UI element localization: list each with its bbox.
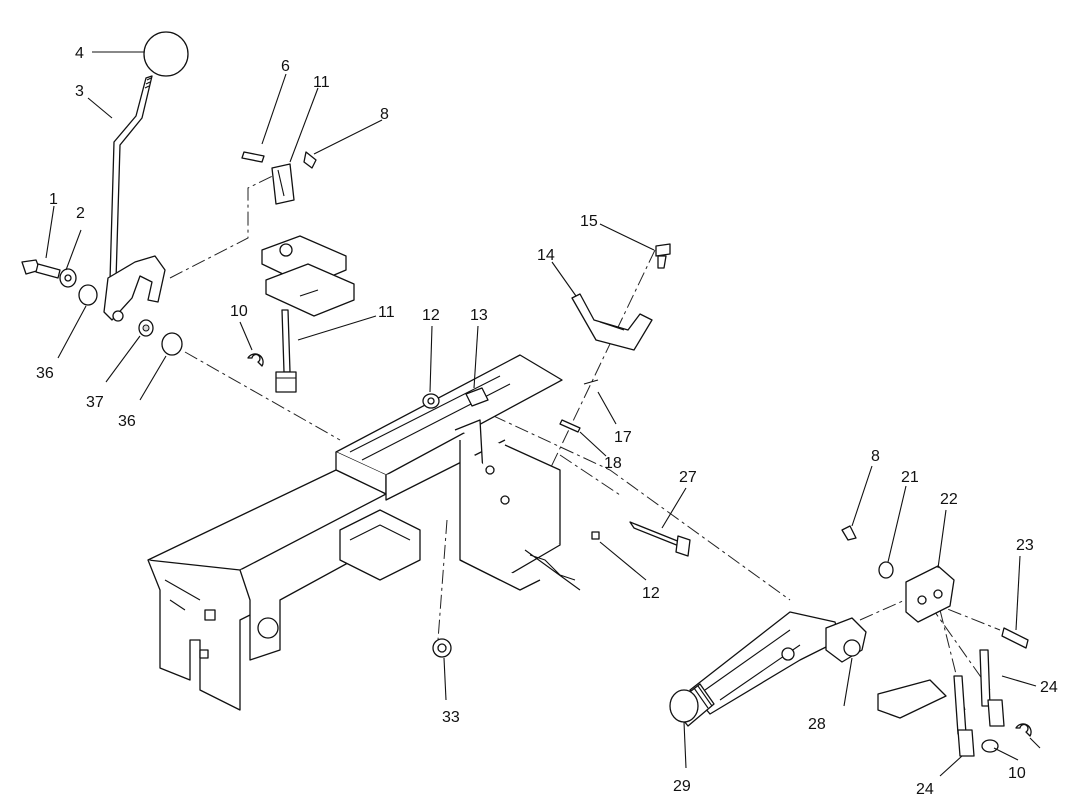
callout-10-left: 10 [230,303,248,320]
callout-27: 27 [679,469,697,486]
callout-12-top: 12 [422,307,440,324]
callout-12-mid: 12 [642,585,660,602]
hardware [422,387,691,658]
shift-rod [247,309,297,393]
callout-24-right: 24 [1040,679,1058,696]
shift-lever [103,75,166,322]
callout-33: 33 [442,709,460,726]
bolt-and-washers [21,259,183,356]
shift-knob [143,31,189,77]
callout-8-right: 8 [871,448,880,465]
callout-17: 17 [614,429,632,446]
callout-28: 28 [808,716,826,733]
callout-15: 15 [580,213,598,230]
callout-21: 21 [901,469,919,486]
lift-rods [877,649,1032,757]
callout-11-top: 11 [313,74,330,91]
callout-22: 22 [940,491,958,508]
callout-23: 23 [1016,537,1034,554]
callout-6: 6 [281,58,290,75]
callout-1: 1 [49,191,58,208]
callout-37: 37 [86,394,104,411]
callout-29: 29 [673,778,691,795]
callout-2: 2 [76,205,85,222]
gate-plate [261,235,355,317]
callout-36-mid: 36 [118,413,136,430]
callout-8-top: 8 [380,106,389,123]
callout-labels: 4 3 1 2 6 11 8 10 11 12 13 15 14 17 18 2… [36,45,1058,798]
pivot-bracket [841,525,1029,649]
center-bracket [454,419,581,591]
callout-36-left: 36 [36,365,54,382]
callout-3: 3 [75,83,84,100]
callout-11-rod: 11 [378,304,395,321]
callout-24-bottom: 24 [916,781,934,798]
leader-lines [45,51,1041,777]
clevis-assembly [241,151,317,205]
upper-bracket [559,243,671,433]
main-frame [147,354,563,711]
lift-lever [689,611,867,715]
callout-10-bottom: 10 [1008,765,1026,782]
callout-18: 18 [604,455,622,472]
callout-13: 13 [470,307,488,324]
callout-14: 14 [537,247,555,264]
callout-4: 4 [75,45,84,62]
lever-grip [669,683,715,727]
